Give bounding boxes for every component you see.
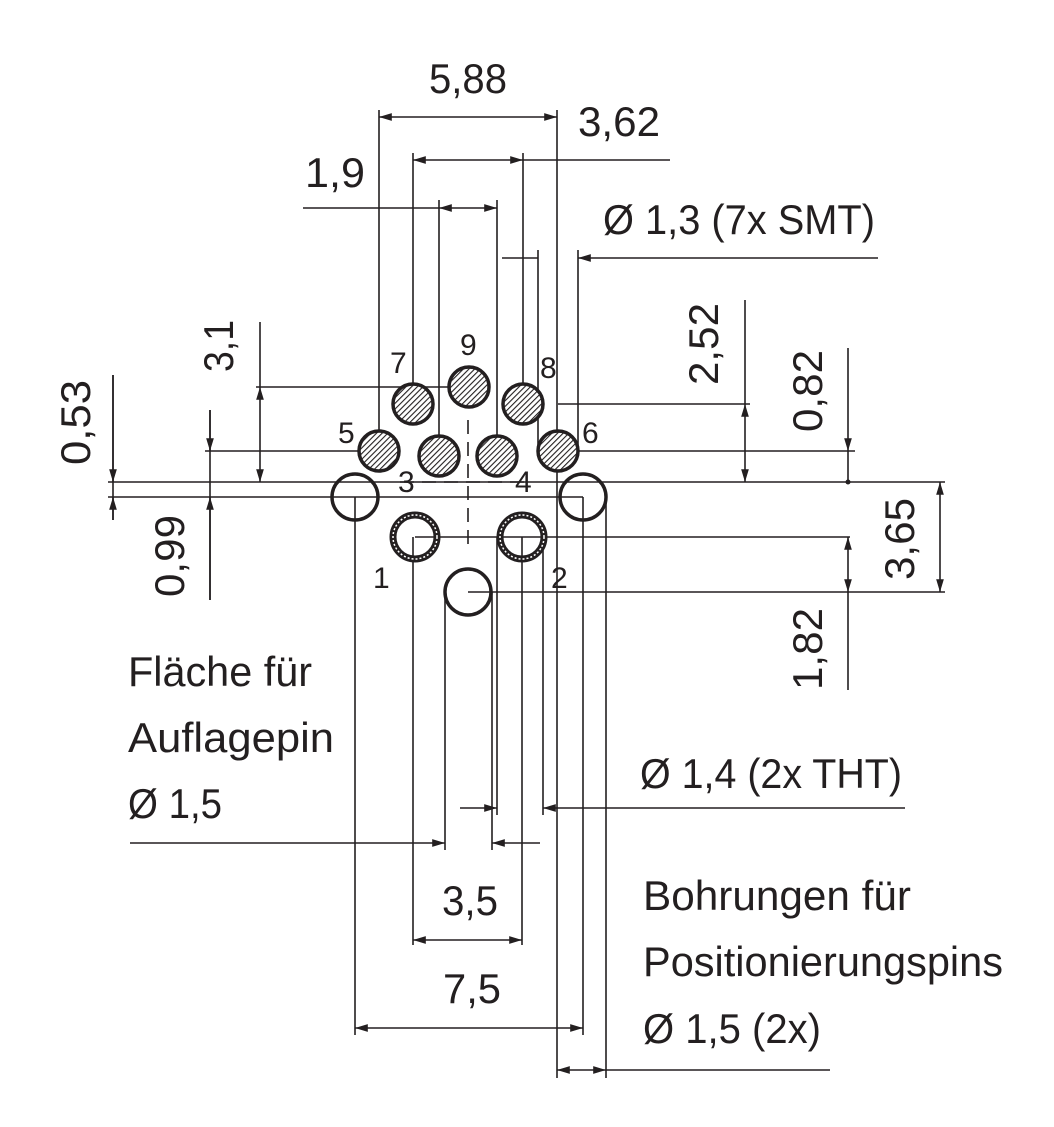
pad-7 bbox=[391, 382, 435, 426]
support-pin-note: Fläche für Auflagepin Ø 1,5 bbox=[128, 648, 334, 827]
positioning-pin-note: Bohrungen für Positionierungspins Ø 1,5 … bbox=[643, 872, 1003, 1052]
note-line: Bohrungen für bbox=[643, 872, 911, 919]
pin-label-2: 2 bbox=[551, 562, 568, 595]
tht-holes bbox=[389, 511, 548, 563]
positioning-hole-left bbox=[330, 472, 380, 522]
pad-9 bbox=[447, 365, 491, 409]
pin-label-5: 5 bbox=[338, 417, 355, 450]
dimension-labels: 5,88 3,62 1,9 Ø 1,3 (7x SMT) 2,52 0,82 3… bbox=[52, 55, 923, 1012]
pin-label-4: 4 bbox=[515, 466, 532, 499]
dim-0-82: 0,82 bbox=[784, 350, 831, 432]
dim-smt-diameter: Ø 1,3 (7x SMT) bbox=[603, 196, 875, 243]
pad-4 bbox=[475, 434, 519, 478]
dim-3-5: 3,5 bbox=[442, 877, 498, 924]
positioning-hole-right bbox=[558, 472, 608, 522]
positioning-holes bbox=[330, 472, 608, 617]
dim-3-62: 3,62 bbox=[578, 98, 660, 145]
note-line: Ø 1,5 (2x) bbox=[643, 1005, 821, 1052]
smt-pads bbox=[357, 365, 580, 478]
pin-label-7: 7 bbox=[390, 347, 407, 380]
dimension-lines bbox=[109, 113, 944, 1074]
pin-numbers: 9 7 8 5 6 3 4 1 2 bbox=[338, 329, 599, 595]
dim-1-82: 1,82 bbox=[784, 608, 831, 690]
pad-6 bbox=[536, 429, 580, 473]
pin-label-3: 3 bbox=[398, 466, 415, 499]
pin-label-9: 9 bbox=[460, 329, 477, 362]
note-line: Positionierungspins bbox=[643, 938, 1003, 985]
dim-5-88: 5,88 bbox=[429, 55, 507, 102]
dim-3-65: 3,65 bbox=[876, 498, 923, 580]
dim-7-5: 7,5 bbox=[443, 965, 501, 1012]
dim-0-99: 0,99 bbox=[146, 515, 193, 597]
dim-2-52: 2,52 bbox=[680, 303, 727, 385]
pin-label-1: 1 bbox=[373, 562, 390, 595]
dim-3-1: 3,1 bbox=[195, 320, 242, 372]
note-line: Fläche für bbox=[128, 648, 312, 695]
pad-8 bbox=[501, 382, 545, 426]
extension-lines bbox=[108, 110, 945, 1078]
pad-5 bbox=[357, 429, 401, 473]
note-line: Auflagepin bbox=[128, 714, 334, 761]
pin-label-6: 6 bbox=[582, 417, 599, 450]
note-line: Ø 1,5 bbox=[128, 780, 222, 827]
dim-0-53: 0,53 bbox=[52, 380, 99, 465]
dim-tht-diameter: Ø 1,4 (2x THT) bbox=[640, 750, 902, 797]
dim-1-9: 1,9 bbox=[305, 149, 365, 196]
pin-label-8: 8 bbox=[540, 352, 557, 385]
pad-3 bbox=[417, 434, 461, 478]
support-pin-area bbox=[443, 567, 493, 617]
